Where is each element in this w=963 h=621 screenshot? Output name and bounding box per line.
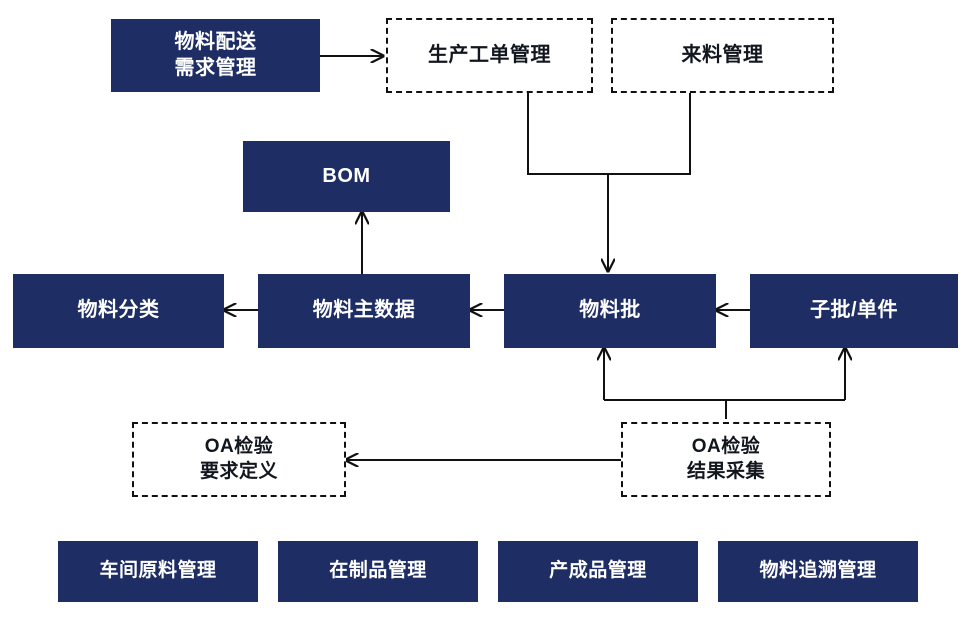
node-label: 物料追溯管理 [759,560,877,582]
node-oa-inspection-result[interactable]: OA检验 结果采集 [621,422,831,497]
node-workshop-raw-material[interactable]: 车间原料管理 [58,541,258,602]
node-material-traceability[interactable]: 物料追溯管理 [718,541,918,602]
node-incoming-material[interactable]: 来料管理 [611,18,834,93]
node-bom[interactable]: BOM [243,141,450,212]
node-label: OA检验 结果采集 [686,436,765,482]
node-material-batch[interactable]: 物料批 [504,274,716,348]
node-material-delivery-demand[interactable]: 物料配送 需求管理 [111,19,320,92]
node-label: 车间原料管理 [99,560,217,582]
connector-work-order-and-incoming-to-material-batch [527,93,691,175]
node-sub-batch-unit[interactable]: 子批/单件 [750,274,958,348]
node-label: 产成品管理 [549,560,647,582]
node-label: 在制品管理 [329,560,427,582]
node-label: BOM [322,164,371,187]
node-label: 子批/单件 [809,299,899,322]
node-work-in-process[interactable]: 在制品管理 [278,541,478,602]
node-oa-inspection-requirement[interactable]: OA检验 要求定义 [132,422,346,497]
node-label: 物料批 [579,299,641,322]
node-finished-product[interactable]: 产成品管理 [498,541,698,602]
node-material-master-data[interactable]: 物料主数据 [258,274,470,348]
node-label: 来料管理 [681,43,764,66]
node-label: 物料配送 需求管理 [174,30,257,79]
node-label: 物料分类 [77,299,160,322]
node-label: OA检验 要求定义 [199,436,278,482]
node-label: 物料主数据 [312,299,416,322]
node-material-category[interactable]: 物料分类 [13,274,224,348]
node-label: 生产工单管理 [428,43,551,66]
node-production-work-order[interactable]: 生产工单管理 [386,18,593,93]
